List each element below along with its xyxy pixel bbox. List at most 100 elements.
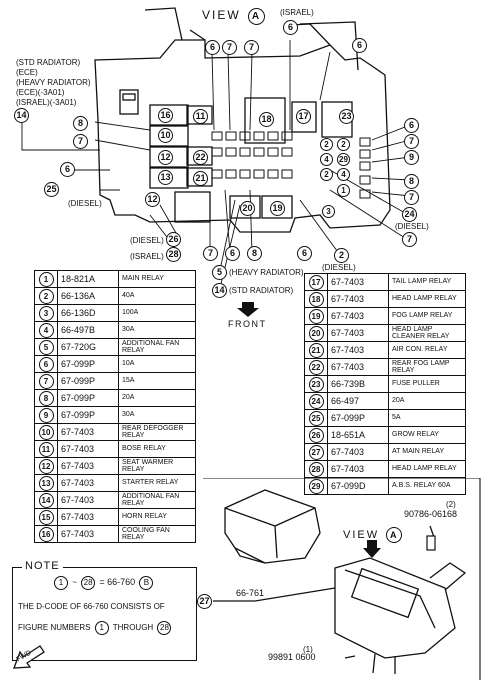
callout-4-b: 4 xyxy=(337,168,350,181)
parts-description: REAR DEFOGGER RELAY xyxy=(118,423,196,441)
std-radiator-label: (STD RADIATOR) xyxy=(16,58,81,67)
parts-num-cell: 11 xyxy=(34,440,58,458)
israel-3a01-label: (ISRAEL)(-3A01) xyxy=(16,98,77,107)
parts-description: 5A xyxy=(388,409,466,427)
parts-code: 66-497B xyxy=(57,321,119,339)
parts-num-cell: 17 xyxy=(304,273,328,291)
parts-num-circle: 3 xyxy=(38,305,54,321)
view-a-label: VIEW A xyxy=(202,8,266,25)
parts-description: AT MAIN RELAY xyxy=(388,443,466,461)
callout-4-a: 4 xyxy=(320,153,333,166)
parts-num-cell: 25 xyxy=(304,409,328,427)
parts-num-circle: 19 xyxy=(308,308,324,324)
parts-num-cell: 18 xyxy=(304,290,328,308)
parts-code: 67-7403 xyxy=(57,423,119,441)
parts-description: 40A xyxy=(118,287,196,305)
parts-code: 67-099P xyxy=(57,406,119,424)
fuse-box-assembly-drawing xyxy=(203,478,481,680)
diesel-label-26: (DIESEL) xyxy=(130,236,164,245)
callout-7-top-a: 7 xyxy=(222,40,237,55)
callout-7-bottom: 7 xyxy=(203,246,218,261)
parts-num-cell: 23 xyxy=(304,375,328,393)
parts-code: 67-7403 xyxy=(57,474,119,492)
fwd-arrow-icon xyxy=(13,645,45,669)
note-code: = 66-760 xyxy=(99,577,136,588)
callout-28: 28 xyxy=(166,247,181,262)
heavy-radiator-label: (HEAVY RADIATOR) xyxy=(16,78,91,87)
parts-description: 30A xyxy=(118,321,196,339)
parts-code: 67-7403 xyxy=(327,341,389,359)
parts-num-cell: 13 xyxy=(34,474,58,492)
parts-num-circle: 9 xyxy=(38,407,54,423)
callout-6-left: 6 xyxy=(60,162,75,177)
parts-num-circle: 5 xyxy=(38,339,54,355)
parts-description: 20A xyxy=(388,392,466,410)
parts-num-cell: 10 xyxy=(34,423,58,441)
diesel-label-24: (DIESEL) xyxy=(395,222,429,231)
parts-num-circle: 12 xyxy=(38,458,54,474)
callout-12-b: 12 xyxy=(145,192,160,207)
note-line-3: FIGURE NUMBERS 1 THROUGH 28 xyxy=(18,621,173,635)
note-circle-28: 28 xyxy=(81,576,96,590)
parts-num-cell: 8 xyxy=(34,389,58,407)
parts-code: 66-136D xyxy=(57,304,119,322)
parts-num-circle: 20 xyxy=(308,325,324,341)
callout-14-b: 14 xyxy=(212,283,227,298)
parts-code: 67-7403 xyxy=(327,273,389,291)
israel-label-28: (ISRAEL) xyxy=(130,252,164,261)
parts-code: 67-7403 xyxy=(327,460,389,478)
callout-9: 9 xyxy=(404,150,419,165)
callout-11: 11 xyxy=(193,109,208,124)
parts-num-cell: 26 xyxy=(304,426,328,444)
note-line-2: THE D-CODE OF 66-760 CONSISTS OF xyxy=(18,602,165,611)
view-word: VIEW xyxy=(202,8,241,22)
callout-24: 24 xyxy=(402,207,417,222)
parts-code: 67-099P xyxy=(57,389,119,407)
parts-description: COOLING FAN RELAY xyxy=(118,525,196,543)
parts-code: 18-821A xyxy=(57,270,119,288)
note-circle-1: 1 xyxy=(54,576,68,590)
callout-18: 18 xyxy=(259,112,274,127)
callout-19: 19 xyxy=(270,201,285,216)
parts-code: 66-136A xyxy=(57,287,119,305)
parts-num-cell: 1 xyxy=(34,270,58,288)
parts-num-circle: 27 xyxy=(308,444,324,460)
callout-27: 27 xyxy=(197,594,212,609)
parts-description: GROW RELAY xyxy=(388,426,466,444)
parts-num-cell: 15 xyxy=(34,508,58,526)
parts-num-circle: 15 xyxy=(38,509,54,525)
front-label: FRONT xyxy=(228,319,267,329)
parts-num-cell: 9 xyxy=(34,406,58,424)
callout-7-right-b: 7 xyxy=(404,190,419,205)
view-letter-circle: A xyxy=(248,8,266,25)
parts-description: STARTER RELAY xyxy=(118,474,196,492)
parts-num-circle: 26 xyxy=(308,427,324,443)
parts-num-circle: 6 xyxy=(38,356,54,372)
note-through: THROUGH xyxy=(112,623,154,633)
parts-num-circle: 10 xyxy=(38,424,54,440)
parts-code: 67-099P xyxy=(57,355,119,373)
parts-code: 67-7403 xyxy=(57,491,119,509)
note-circle-to: 28 xyxy=(157,621,172,635)
parts-description: 20A xyxy=(118,389,196,407)
parts-num-circle: 17 xyxy=(308,274,324,290)
callout-21: 21 xyxy=(193,171,208,186)
parts-code: 67-7403 xyxy=(327,358,389,376)
parts-num-circle: 22 xyxy=(308,359,324,375)
parts-code: 67-7403 xyxy=(57,440,119,458)
